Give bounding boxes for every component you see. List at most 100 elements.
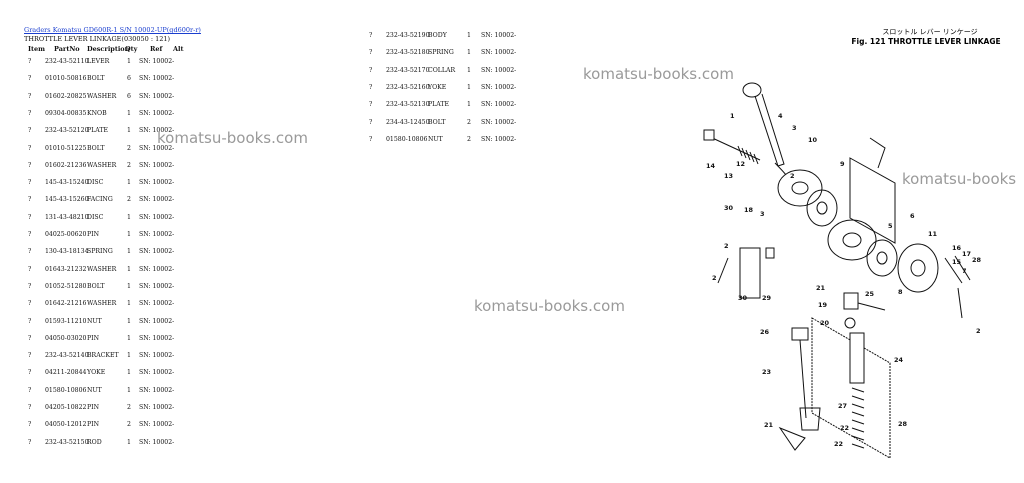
cell-item: ?: [28, 369, 32, 377]
cell-partno: 04025-00620: [45, 231, 87, 238]
cell-partno: 04050-12012: [45, 421, 87, 429]
cell-ref: SN: 10002-: [481, 101, 517, 109]
cell-partno: 232-43-52180: [386, 49, 430, 57]
cell-desc: YOKE: [87, 369, 106, 377]
cell-ref: SN: 10002-: [139, 144, 175, 152]
header-qty: Qty: [125, 45, 138, 53]
cell-item: ?: [28, 404, 32, 411]
cell-partno: 01580-10806: [45, 386, 87, 394]
cell-item: ?: [28, 282, 32, 290]
svg-text:3: 3: [760, 210, 765, 218]
cell-item: ?: [369, 66, 373, 74]
cell-partno: 01010-50816: [45, 75, 87, 83]
svg-text:29: 29: [762, 294, 772, 302]
cell-qty: 1: [467, 66, 471, 74]
svg-text:15: 15: [952, 258, 962, 266]
svg-text:23: 23: [762, 368, 771, 376]
cell-qty: 1: [127, 248, 131, 256]
cell-desc: WASHER: [87, 265, 117, 273]
svg-text:26: 26: [760, 328, 770, 336]
cell-partno: 09304-00835: [45, 109, 87, 117]
callout-labels: 1 2 3 4 5 6 7 8 9 10 11 12 13 14 15 16 1…: [706, 112, 982, 448]
cell-partno: 04205-10822: [45, 404, 87, 411]
cell-qty: 1: [127, 438, 131, 446]
cell-qty: 1: [127, 300, 131, 308]
cell-desc: BOLT: [87, 282, 105, 290]
cell-ref: SN: 10002-: [139, 231, 175, 238]
cell-item: ?: [28, 161, 32, 169]
svg-text:4: 4: [778, 112, 783, 120]
cell-ref: SN: 10002-: [139, 196, 175, 204]
cell-qty: 2: [127, 404, 131, 411]
page-subtitle: THROTTLE LEVER LINKAGE(030050 : 121): [24, 35, 171, 43]
cell-qty: 1: [127, 334, 131, 342]
header-item: Item: [28, 45, 46, 53]
cell-ref: SN: 10002-: [139, 438, 175, 446]
cell-ref: SN: 10002-: [139, 248, 175, 256]
cell-partno: 232-43-52130: [386, 101, 430, 109]
svg-text:19: 19: [818, 301, 828, 309]
cell-partno: 01643-21232: [45, 265, 87, 273]
cell-qty: 1: [127, 386, 131, 394]
svg-text:16: 16: [952, 244, 962, 252]
cell-partno: 04211-20844: [45, 369, 87, 377]
svg-text:24: 24: [894, 356, 904, 364]
svg-text:2: 2: [712, 274, 717, 282]
cell-qty: 1: [127, 58, 131, 65]
cell-item: ?: [28, 213, 32, 221]
cell-partno: 232-43-52140: [45, 352, 89, 360]
cell-item: ?: [28, 300, 32, 308]
cell-ref: SN: 10002-: [481, 32, 517, 39]
cell-item: ?: [28, 92, 32, 100]
cell-qty: 1: [127, 213, 131, 221]
cell-desc: BRACKET: [87, 352, 119, 360]
cell-desc: WASHER: [87, 300, 117, 308]
cell-desc: FACING: [87, 196, 113, 204]
cell-ref: SN: 10002-: [139, 92, 175, 100]
cell-qty: 6: [127, 92, 131, 100]
cell-partno: 130-43-18134: [45, 248, 89, 256]
cell-item: ?: [28, 231, 32, 238]
cell-ref: SN: 10002-: [139, 352, 175, 360]
cell-qty: 2: [467, 135, 471, 143]
cell-desc: BODY: [428, 32, 447, 39]
cell-partno: 145-43-15260: [45, 196, 89, 204]
cell-item: ?: [369, 32, 373, 39]
cell-item: ?: [28, 352, 32, 360]
cell-partno: 01642-21216: [45, 300, 87, 308]
cell-desc: WASHER: [87, 161, 117, 169]
svg-text:30: 30: [738, 294, 748, 302]
cell-ref: SN: 10002-: [139, 386, 175, 394]
cell-desc: NUT: [87, 386, 102, 394]
svg-text:11: 11: [928, 230, 938, 238]
cell-qty: 2: [127, 196, 131, 204]
cell-ref: SN: 10002-: [481, 118, 517, 126]
header-description: Description: [87, 45, 130, 53]
cell-desc: WASHER: [87, 92, 117, 100]
cell-desc: PIN: [87, 231, 100, 238]
cell-ref: SN: 10002-: [139, 58, 175, 65]
cell-ref: SN: 10002-: [139, 213, 175, 221]
cell-desc: BOLT: [428, 118, 446, 126]
cell-ref: SN: 10002-: [139, 75, 175, 83]
cell-item: ?: [28, 179, 32, 187]
watermark: komatsu-books: [902, 170, 1017, 188]
cell-desc: PLATE: [428, 101, 450, 109]
cell-item: ?: [28, 421, 32, 429]
cell-desc: PIN: [87, 334, 100, 342]
exploded-diagram: スロットル レバー リンケージ Fig. 121 THROTTLE LEVER …: [703, 28, 1001, 459]
cell-item: ?: [28, 386, 32, 394]
cell-partno: 01010-51225: [45, 144, 87, 152]
breadcrumb-link[interactable]: Graders Komatsu GD600R-1 S/N 10002-UP(gd…: [24, 26, 201, 34]
cell-qty: 1: [127, 369, 131, 377]
cell-ref: SN: 10002-: [481, 66, 517, 74]
svg-text:2: 2: [724, 242, 729, 250]
cell-desc: COLLAR: [428, 66, 456, 74]
cell-ref: SN: 10002-: [139, 300, 175, 308]
cell-partno: 232-43-52150: [45, 438, 89, 446]
cell-ref: SN: 10002-: [139, 109, 175, 117]
cell-qty: 1: [127, 179, 131, 187]
cell-ref: SN: 10002-: [139, 369, 175, 377]
cell-qty: 1: [127, 317, 131, 325]
cell-partno: 01052-51280: [45, 282, 87, 290]
